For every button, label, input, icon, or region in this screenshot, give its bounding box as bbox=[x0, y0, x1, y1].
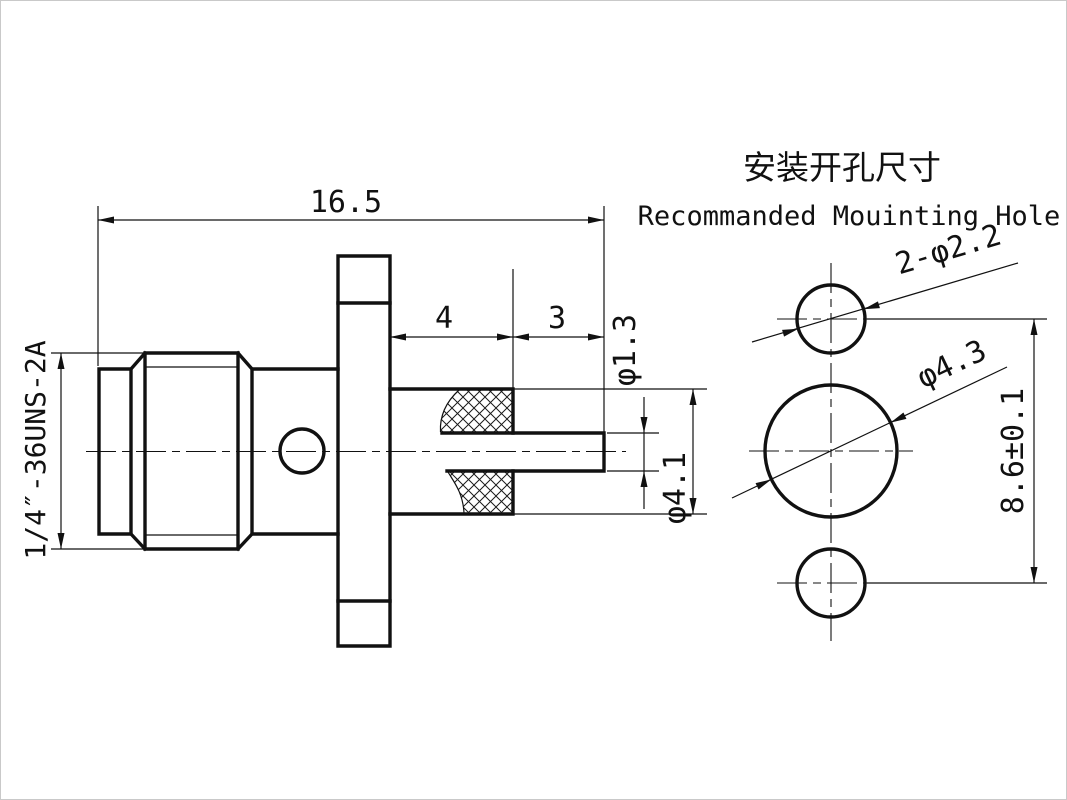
hole-spacing-label: 8.6±0.1 bbox=[996, 388, 1031, 514]
side-hole bbox=[278, 427, 326, 475]
insulator-hatch-bottom bbox=[448, 472, 512, 513]
break-line-bottom bbox=[447, 471, 465, 514]
title-chinese: 安装开孔尺寸 bbox=[743, 148, 941, 187]
thread-spec-label: 1/4″-36UNS-2A bbox=[19, 340, 52, 559]
side-view: 16.5 4 3 φ1.3 φ4.1 bbox=[19, 185, 707, 648]
insulator-hatch-top bbox=[440, 390, 512, 432]
dim-hole-spacing: 8.6±0.1 bbox=[867, 318, 1047, 584]
chamfer-rear-bottom bbox=[235, 531, 255, 552]
leader-center-hole: φ4.3 bbox=[731, 333, 1008, 499]
title-english: Recommanded Mouinting Hole bbox=[638, 201, 1061, 232]
overall-length-label: 16.5 bbox=[310, 185, 382, 220]
mounting-hole-view: 2-φ2.2 φ4.3 8.6±0.1 安装开孔尺寸 Recommanded M… bbox=[638, 148, 1061, 641]
chamfer-front-bottom bbox=[128, 531, 148, 552]
mount-hole-bottom bbox=[795, 547, 867, 619]
dim-insulator-diameter: φ4.1 bbox=[513, 388, 707, 524]
flange bbox=[336, 254, 392, 648]
center-pin bbox=[440, 431, 606, 473]
mount-hole-top bbox=[795, 283, 867, 355]
dim-pin-diameter: φ1.3 bbox=[607, 314, 659, 509]
dim-4-label: 4 bbox=[435, 301, 453, 336]
chamfer-rear-top bbox=[235, 350, 255, 372]
chamfer-front-top bbox=[128, 350, 148, 372]
center-hole bbox=[763, 383, 899, 519]
dim-thread-spec: 1/4″-36UNS-2A bbox=[19, 340, 145, 560]
dim-overall-length: 16.5 bbox=[97, 185, 605, 432]
leader-small-holes: 2-φ2.2 bbox=[751, 218, 1019, 343]
dim-3-label: 3 bbox=[548, 301, 566, 336]
dim-4-and-3: 4 3 bbox=[390, 269, 604, 388]
center-hole-label: φ4.3 bbox=[912, 333, 992, 396]
cylinder-body bbox=[250, 367, 340, 536]
break-line-top bbox=[439, 389, 460, 433]
insulator-diameter-label: φ4.1 bbox=[658, 452, 693, 524]
pin-diameter-label: φ1.3 bbox=[608, 314, 643, 386]
